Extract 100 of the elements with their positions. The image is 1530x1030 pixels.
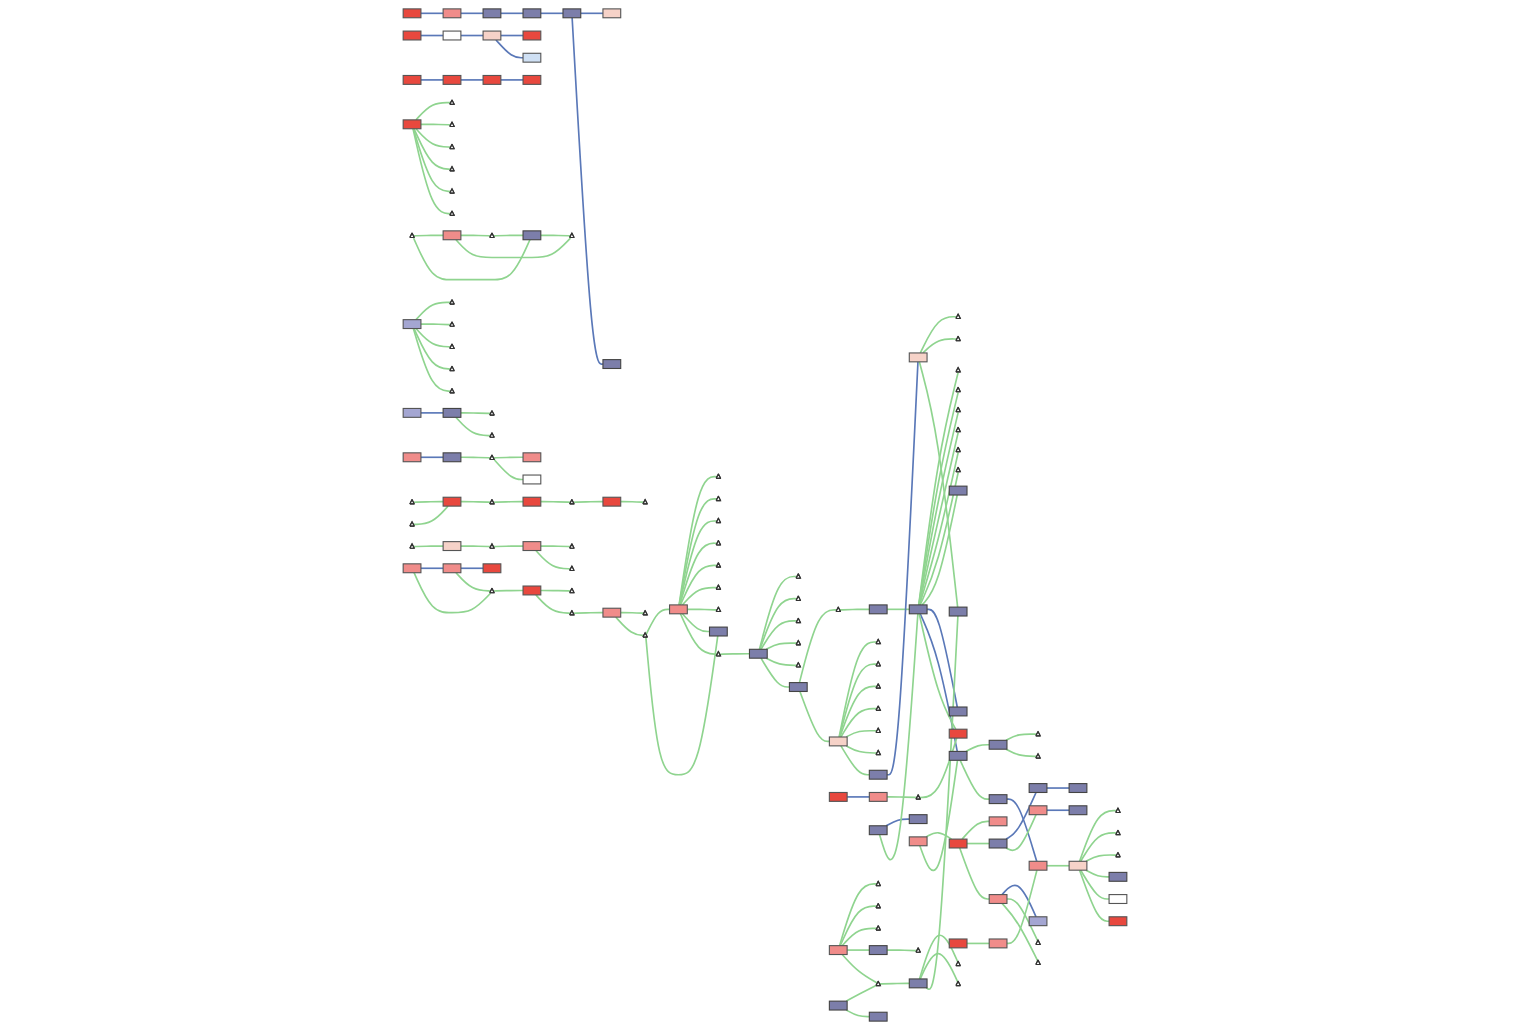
- connector: [492, 545, 524, 548]
- connector: [460, 412, 493, 415]
- node-box: [1068, 860, 1088, 871]
- connector: [759, 597, 799, 651]
- node-box: [868, 769, 888, 780]
- node-box: [908, 814, 928, 825]
- connector: [886, 949, 919, 952]
- node-box: [948, 606, 968, 617]
- connector: [492, 500, 524, 504]
- node-box: [908, 836, 928, 847]
- connector: [455, 237, 572, 259]
- connector: [961, 820, 991, 840]
- node-box: [1108, 894, 1128, 905]
- connector: [415, 101, 453, 121]
- node-box: [828, 1000, 848, 1011]
- connector: [539, 500, 573, 504]
- node-box: [1028, 805, 1048, 816]
- node-box: [522, 30, 542, 41]
- connector: [686, 608, 719, 611]
- connector: [1006, 898, 1039, 943]
- node-box: [522, 52, 542, 63]
- node-box: [402, 452, 422, 463]
- connector: [678, 520, 719, 606]
- node-box: [442, 541, 462, 552]
- connector: [492, 234, 524, 237]
- connector: [1005, 748, 1039, 758]
- connector: [925, 615, 959, 991]
- connector: [412, 500, 444, 504]
- connector: [760, 620, 799, 651]
- node-box: [442, 496, 462, 507]
- connector: [839, 905, 879, 947]
- node-box: [402, 563, 422, 574]
- connector: [845, 745, 879, 754]
- connector: [926, 608, 959, 708]
- connector: [841, 927, 879, 947]
- connector: [413, 571, 492, 614]
- connector: [845, 729, 879, 738]
- connector: [493, 459, 524, 481]
- connector: [799, 690, 831, 743]
- node-box: [828, 945, 848, 956]
- connector: [1005, 733, 1039, 742]
- node-box: [522, 585, 542, 596]
- node-box: [908, 978, 928, 989]
- connector: [500, 12, 524, 15]
- connector: [412, 327, 453, 393]
- node-box: [948, 706, 968, 717]
- connector: [645, 608, 671, 636]
- node-box: [988, 938, 1008, 949]
- connector: [412, 234, 444, 237]
- connector: [500, 79, 524, 81]
- connector: [1046, 787, 1070, 789]
- connector: [1006, 869, 1038, 945]
- node-box: [948, 838, 968, 849]
- node-box: [948, 728, 968, 739]
- connector: [838, 663, 879, 738]
- node-box: [402, 8, 422, 19]
- node-box: [482, 8, 502, 19]
- connector: [678, 542, 719, 606]
- node-box: [788, 682, 808, 693]
- node-box: [522, 474, 542, 485]
- node-box: [442, 8, 462, 19]
- connector: [840, 745, 871, 776]
- node-box: [1068, 783, 1088, 794]
- connector: [413, 127, 453, 171]
- connector: [492, 589, 524, 592]
- node-box: [868, 945, 888, 956]
- connector: [918, 612, 957, 731]
- connector: [413, 327, 453, 370]
- connector: [412, 545, 444, 548]
- connector: [645, 635, 719, 776]
- node-box: [522, 452, 542, 463]
- connector: [845, 1009, 871, 1018]
- connector: [460, 545, 493, 548]
- connector: [415, 127, 453, 148]
- node-box: [602, 607, 622, 618]
- connector: [1078, 809, 1119, 863]
- connector: [1085, 854, 1119, 863]
- node-box: [482, 74, 502, 85]
- connector: [925, 831, 953, 840]
- connector: [500, 34, 524, 37]
- node-box: [828, 736, 848, 747]
- connector: [719, 652, 751, 656]
- connector: [420, 34, 444, 37]
- node-box: [562, 8, 582, 19]
- node-box: [402, 407, 422, 418]
- connector: [758, 575, 799, 651]
- connector: [539, 545, 573, 548]
- connector: [919, 952, 959, 984]
- connector: [579, 12, 604, 15]
- node-box: [482, 30, 502, 41]
- connector: [1006, 798, 1038, 863]
- connector: [1078, 869, 1110, 923]
- connector: [420, 323, 453, 326]
- node-box: [988, 894, 1008, 905]
- node-box: [868, 825, 888, 836]
- connector: [679, 612, 719, 656]
- connector: [918, 934, 959, 980]
- node-box: [482, 563, 502, 574]
- connector: [846, 796, 871, 798]
- connector: [539, 12, 564, 15]
